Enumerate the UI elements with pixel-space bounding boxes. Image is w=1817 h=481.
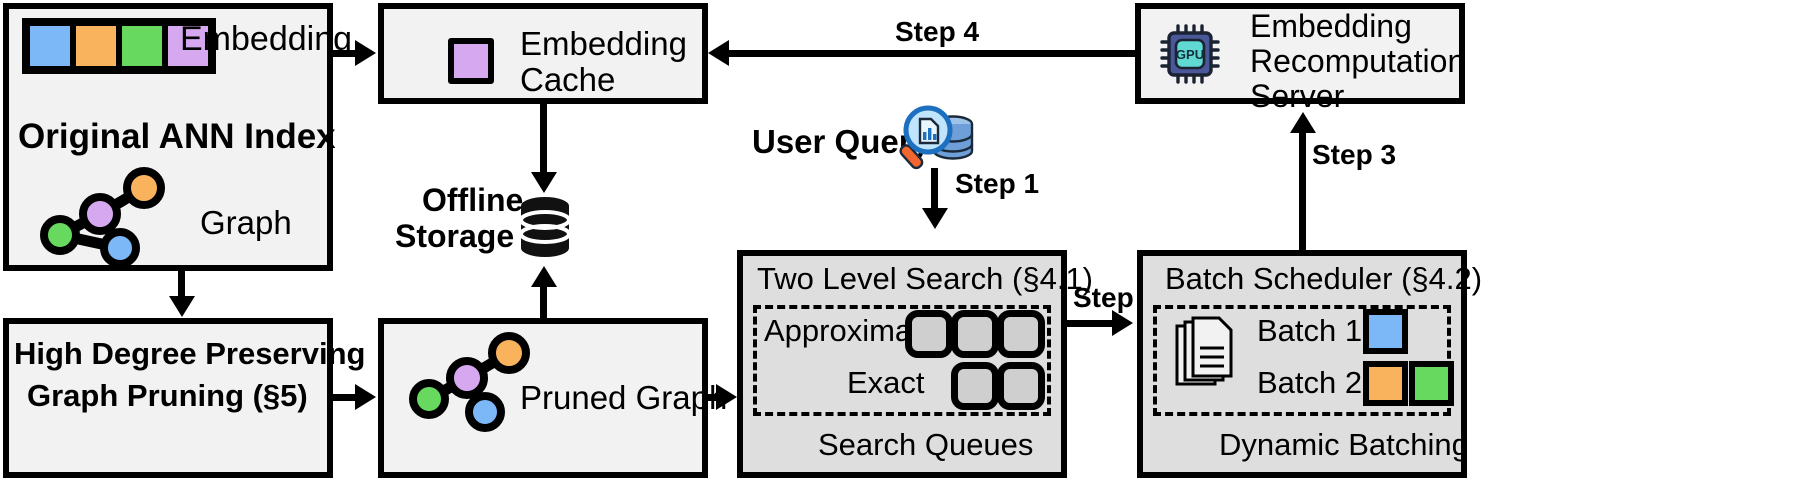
exact-slot-1[interactable] (951, 362, 999, 410)
step1-label: Step 1 (955, 168, 1040, 199)
approximate-slot-2[interactable] (951, 310, 999, 358)
exact-row-label: Exact (847, 365, 925, 400)
recomputation-server-line3: Server (1250, 78, 1345, 114)
search-database-icon (898, 104, 976, 174)
arrow-step3-head (1290, 112, 1316, 133)
two-level-search-title: Two Level Search (§4.1) (757, 261, 1094, 296)
approximate-slot-3[interactable] (997, 310, 1045, 358)
search-queues-panel (753, 305, 1051, 416)
embedding-label: Embedding (180, 20, 353, 58)
database-icon (519, 196, 571, 258)
index-graph-icon (36, 167, 176, 268)
arrow-step3-line (1299, 130, 1306, 250)
arrow-index-to-pruning-line (178, 271, 185, 301)
offline-storage-line2: Storage (395, 218, 515, 254)
pruned-graph-label: Pruned Graph (520, 379, 728, 416)
arrow-pruned-to-storage-line (540, 272, 547, 342)
embedding-cache-title-line2: Cache (520, 61, 616, 98)
batch-2-label: Batch 2 (1257, 365, 1363, 400)
arrow-step2-head (1112, 310, 1133, 336)
graph-label: Graph (200, 204, 292, 241)
arrow-step4-head (708, 40, 729, 66)
arrow-cache-to-storage-line (540, 104, 547, 178)
arrow-step2-line (1067, 320, 1119, 327)
search-queues-footer: Search Queues (818, 427, 1034, 462)
arrow-pruned-to-storage-head (531, 266, 557, 287)
svg-text:GPU: GPU (1176, 47, 1204, 62)
graph-pruning-box (3, 318, 333, 478)
batch-1-swatch-blue (1363, 309, 1408, 354)
step4-label: Step 4 (895, 16, 980, 47)
arrow-pruned-to-search-head (716, 384, 737, 410)
arrow-cache-to-storage-head (531, 172, 557, 193)
recomputation-server-line2: Recomputation (1250, 43, 1466, 79)
arrow-step1-line (931, 168, 938, 214)
embedding-vector (22, 18, 216, 74)
embedding-cache-box (378, 3, 708, 104)
arrow-index-to-cache-line (333, 50, 361, 57)
graph-pruning-line2: Graph Pruning (§5) (27, 378, 308, 413)
embedding-cache-title-line1: Embedding (520, 25, 687, 62)
arrow-step4-line (722, 50, 1137, 57)
pruned-graph-icon (405, 332, 535, 432)
gpu-icon: GPU (1160, 24, 1224, 84)
dynamic-batching-panel (1153, 305, 1451, 416)
embedding-cell-green (119, 23, 165, 69)
exact-slot-2[interactable] (997, 362, 1045, 410)
embedding-cell-blue (27, 23, 73, 69)
arrow-pruning-to-pruned-head (355, 384, 376, 410)
arrow-index-to-pruning-head (169, 296, 195, 317)
dynamic-batching-footer: Dynamic Batching (1219, 427, 1469, 462)
arrow-pruning-to-pruned-line (333, 394, 361, 401)
step3-label: Step 3 (1312, 139, 1397, 170)
approximate-slot-1[interactable] (905, 310, 953, 358)
offline-storage-line1: Offline (422, 182, 524, 218)
arrow-step1-head (922, 208, 948, 229)
embedding-cell-purple (165, 23, 211, 69)
batch-2-swatch-orange (1363, 361, 1408, 406)
embedding-cache-swatch (448, 38, 494, 84)
recomputation-server-line1: Embedding (1250, 8, 1412, 44)
original-ann-index-title: Original ANN Index (18, 117, 336, 156)
embedding-cell-orange (73, 23, 119, 69)
batch-2-swatch-green (1409, 361, 1454, 406)
graph-pruning-line1: High Degree Preserving (14, 336, 366, 371)
batch-1-label: Batch 1 (1257, 313, 1363, 348)
arrow-index-to-cache-head (355, 40, 376, 66)
batch-scheduler-title: Batch Scheduler (§4.2) (1165, 261, 1483, 296)
documents-icon (1172, 316, 1238, 390)
